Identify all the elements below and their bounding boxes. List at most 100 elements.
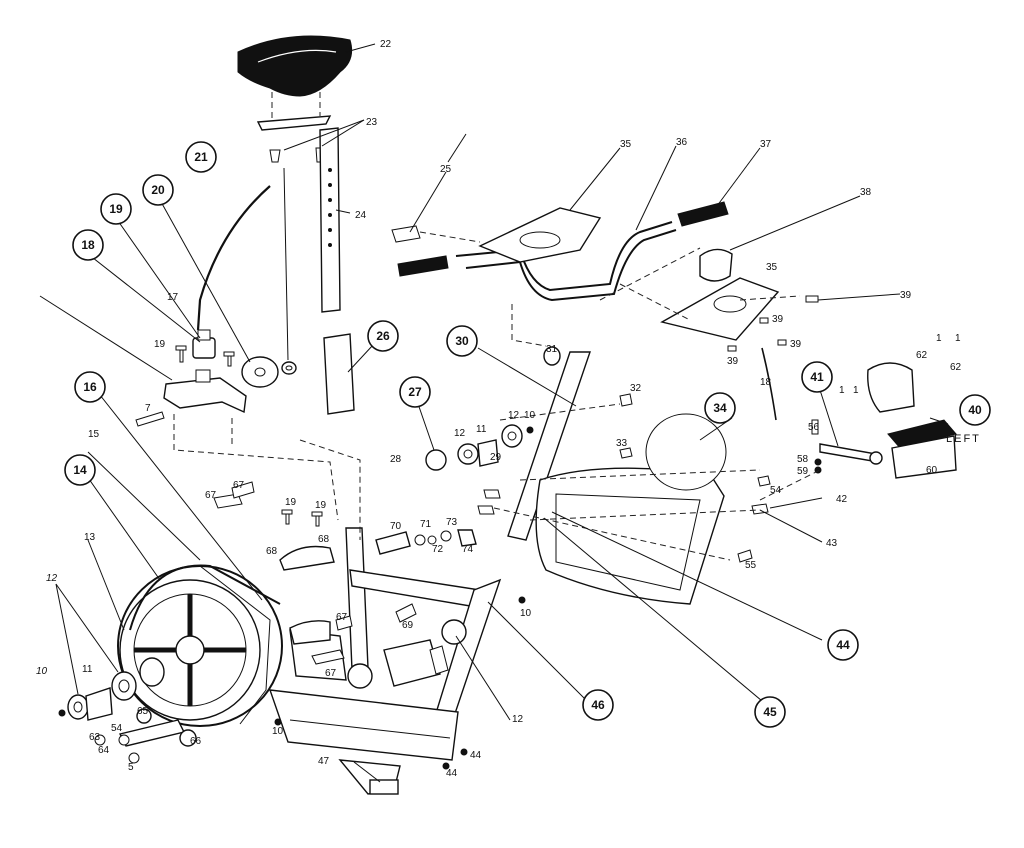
pedal <box>887 419 957 449</box>
label-1-d: 1 <box>955 333 961 344</box>
label-39-d: 39 <box>727 356 739 367</box>
callout-26: 26 <box>367 320 399 352</box>
svg-text:27: 27 <box>408 385 422 399</box>
svg-text:46: 46 <box>591 698 605 712</box>
label-36: 36 <box>676 137 688 148</box>
label-19-a: 19 <box>154 339 166 350</box>
label-12-left: 12 <box>46 573 58 584</box>
svg-text:14: 14 <box>73 463 87 477</box>
seat <box>237 35 353 97</box>
callout-46: 46 <box>582 689 614 721</box>
circled-callouts: 21 20 19 18 16 14 26 27 30 34 41 40 44 4… <box>64 141 991 728</box>
label-33: 33 <box>616 438 628 449</box>
label-39-c: 39 <box>790 339 802 350</box>
label-19-c: 19 <box>315 500 327 511</box>
label-19-b: 19 <box>285 497 297 508</box>
svg-text:41: 41 <box>810 370 824 384</box>
parts-drawing <box>58 35 957 795</box>
label-5: 5 <box>128 762 134 773</box>
label-42: 42 <box>836 494 848 505</box>
label-71: 71 <box>420 519 432 530</box>
label-11-left: 11 <box>82 664 93 675</box>
label-67-a: 67 <box>205 490 217 501</box>
callout-21: 21 <box>185 141 217 173</box>
callout-45: 45 <box>754 696 786 728</box>
label-35-top: 35 <box>620 139 632 150</box>
callout-34: 34 <box>704 392 736 424</box>
label-67-d: 67 <box>325 668 337 679</box>
label-1-a: 1 <box>839 385 845 396</box>
flywheel <box>117 565 283 727</box>
label-56: 56 <box>808 422 820 433</box>
label-68-a: 68 <box>266 546 278 557</box>
svg-text:21: 21 <box>194 150 208 164</box>
svg-text:34: 34 <box>713 401 727 415</box>
seat-tube-sleeve <box>323 333 355 415</box>
label-58: 58 <box>797 454 809 465</box>
label-39-a: 39 <box>900 290 912 301</box>
callout-30: 30 <box>446 325 478 357</box>
seat-bracket <box>256 115 332 131</box>
label-11-b: 11 <box>476 424 487 435</box>
label-31: 31 <box>546 344 558 355</box>
label-1-c: 1 <box>936 333 942 344</box>
label-54-right: 54 <box>770 485 782 496</box>
label-60: 60 <box>926 465 938 476</box>
label-23: 23 <box>366 117 378 128</box>
svg-text:26: 26 <box>376 329 390 343</box>
handlebar-post <box>507 351 591 541</box>
label-70: 70 <box>390 521 402 532</box>
svg-text:20: 20 <box>151 183 165 197</box>
leader-lines <box>39 43 949 783</box>
svg-text:44: 44 <box>836 638 850 652</box>
label-18-cable: 18 <box>760 377 772 388</box>
label-10-c: 10 <box>520 608 532 619</box>
label-73: 73 <box>446 517 458 528</box>
svg-text:30: 30 <box>455 334 469 348</box>
svg-text:40: 40 <box>968 403 982 417</box>
callout-44: 44 <box>827 629 859 661</box>
label-12-d: 12 <box>512 714 524 725</box>
label-37: 37 <box>760 139 772 150</box>
label-29: 29 <box>490 452 502 463</box>
label-12-b: 12 <box>454 428 466 439</box>
part-numbers: 22 23 24 25 35 36 37 38 35 39 39 39 39 1… <box>36 39 979 779</box>
label-43: 43 <box>826 538 838 549</box>
callout-16: 16 <box>74 371 106 403</box>
tension-cable <box>196 185 271 331</box>
label-15: 15 <box>88 429 100 440</box>
label-72: 72 <box>432 544 444 555</box>
label-63: 63 <box>89 732 101 743</box>
seat-post <box>319 127 341 313</box>
label-10-b: 10 <box>524 410 536 421</box>
label-12-c: 12 <box>508 410 520 421</box>
label-67-b: 67 <box>233 480 245 491</box>
label-10-left: 10 <box>36 666 48 677</box>
label-62-b: 62 <box>950 362 962 373</box>
svg-text:45: 45 <box>763 705 777 719</box>
label-7: 7 <box>145 403 151 414</box>
label-22: 22 <box>380 39 392 50</box>
label-13: 13 <box>84 532 96 543</box>
label-32: 32 <box>630 383 642 394</box>
label-24: 24 <box>355 210 367 221</box>
label-25: 25 <box>440 164 452 175</box>
label-38: 38 <box>860 187 872 198</box>
tension-bracket <box>163 377 247 414</box>
label-64: 64 <box>98 745 110 756</box>
label-17: 17 <box>167 292 179 303</box>
callout-19: 19 <box>100 193 132 225</box>
callout-20: 20 <box>142 174 174 206</box>
handlebars <box>391 201 729 302</box>
label-69: 69 <box>402 620 414 631</box>
label-10-d: 10 <box>272 726 284 737</box>
label-65: 65 <box>137 706 149 717</box>
label-39-b: 39 <box>772 314 784 325</box>
callout-14: 14 <box>64 454 96 486</box>
label-59: 59 <box>797 466 809 477</box>
label-1-b: 1 <box>853 385 859 396</box>
label-62-a: 62 <box>916 350 928 361</box>
callout-41: 41 <box>801 361 833 393</box>
label-74: 74 <box>462 544 474 555</box>
